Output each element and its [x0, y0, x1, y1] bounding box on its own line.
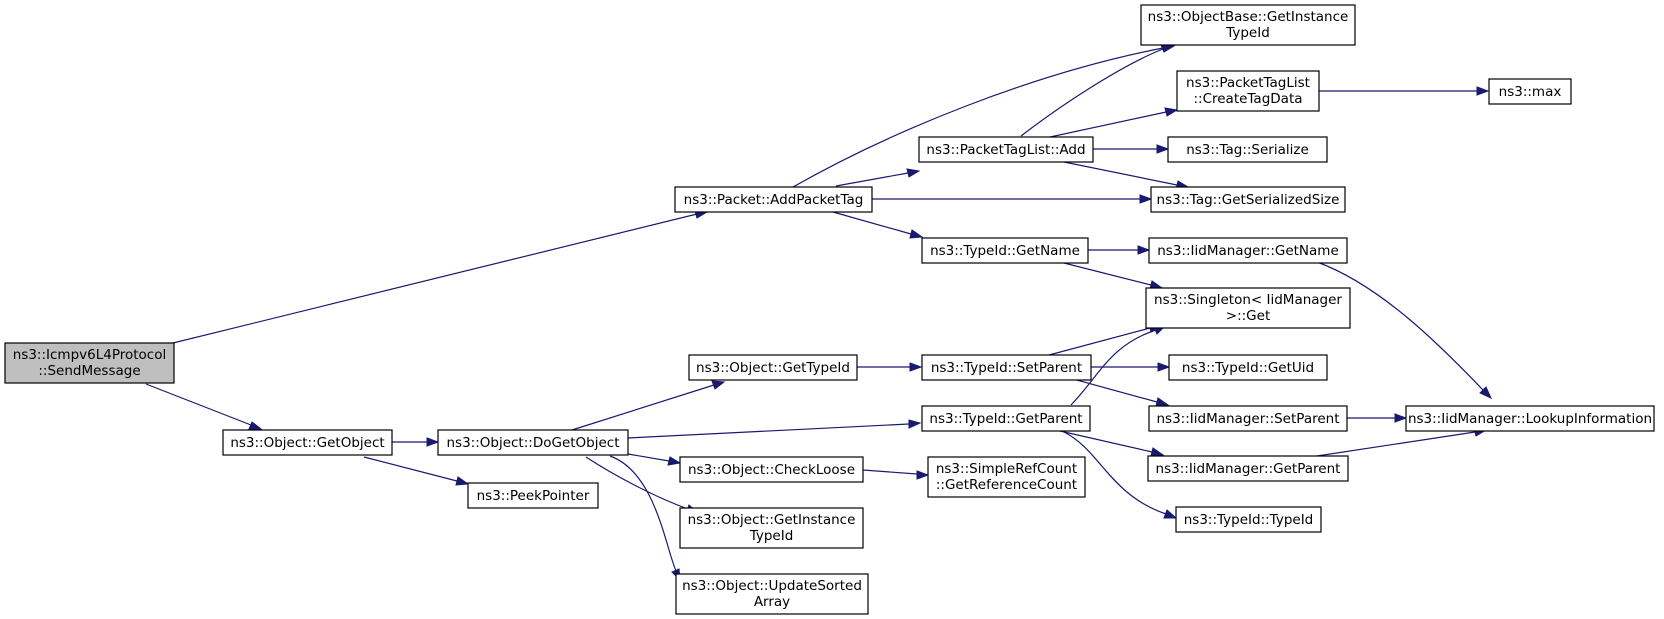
node-label: ns3::TypeId::TypeId — [1184, 512, 1314, 528]
node-label: TypeId — [749, 528, 794, 544]
node-icmpv6l4protocol-sendmessage[interactable]: ns3::Icmpv6L4Protocol ::SendMessage — [4, 342, 175, 384]
node-object-gettypeid[interactable]: ns3::Object::GetTypeId — [688, 354, 858, 381]
node-label: ns3::IidManager::GetParent — [1156, 461, 1341, 477]
node-packettaglist-add[interactable]: ns3::PacketTagList::Add — [918, 136, 1094, 163]
node-label: ns3::SimpleRefCount — [936, 461, 1077, 477]
edge-addpackettag-to-taggetserializedsize — [872, 194, 1153, 204]
node-peekpointer[interactable]: ns3::PeekPointer — [467, 482, 599, 509]
edge-dogetobject-to-objectgettypeid — [571, 380, 726, 431]
node-object-getobject[interactable]: ns3::Object::GetObject — [222, 429, 393, 456]
edge-typeidgetparent-to-iidmanagergetparent — [1059, 430, 1165, 457]
edge-packettaglistadd-to-taggetserializedsize — [1063, 161, 1190, 190]
node-label: ns3::Tag::Serialize — [1186, 142, 1309, 158]
edge-typeidsetparent-to-singletonget — [1048, 323, 1163, 356]
edge-typeidgetname-to-singletonget — [1059, 261, 1164, 290]
edge-packettaglistadd-to-objectbasegetinstancetypeid — [1020, 44, 1175, 137]
edge-getobject-to-dogetobject — [392, 437, 440, 447]
node-typeid-typeid[interactable]: ns3::TypeId::TypeId — [1175, 506, 1322, 533]
node-objectbase-getinstancetypeid[interactable]: ns3::ObjectBase::GetInstance TypeId — [1140, 4, 1356, 46]
node-typeid-getname[interactable]: ns3::TypeId::GetName — [921, 237, 1089, 264]
edge-addpackettag-to-typeidgetname — [832, 211, 924, 239]
edge-addpackettag-to-packettaglistadd — [835, 168, 921, 187]
node-simplerefcount-getreferencecount[interactable]: ns3::SimpleRefCount ::GetReferenceCount — [927, 456, 1086, 498]
node-tag-serialize[interactable]: ns3::Tag::Serialize — [1167, 136, 1328, 163]
node-label: ns3::IidManager::SetParent — [1157, 411, 1340, 427]
edge-packettaglistadd-to-createtagdata — [1049, 107, 1179, 138]
edge-dogetobject-to-typeidgetparent — [627, 419, 922, 439]
node-label: ns3::Packet::AddPacketTag — [684, 192, 864, 208]
edge-dogetobject-to-checkloose — [627, 453, 682, 466]
edge-typeidgetparent-to-typeidtypeid — [1063, 431, 1178, 519]
node-label: Array — [754, 594, 790, 610]
node-iidmanager-setparent[interactable]: ns3::IidManager::SetParent — [1148, 405, 1348, 432]
node-label: ::GetReferenceCount — [936, 477, 1077, 493]
node-iidmanager-getname[interactable]: ns3::IidManager::GetName — [1148, 237, 1348, 264]
node-typeid-getuid[interactable]: ns3::TypeId::GetUid — [1168, 354, 1328, 381]
node-label: ns3::IidManager::GetName — [1157, 243, 1339, 259]
node-typeid-setparent[interactable]: ns3::TypeId::SetParent — [921, 354, 1092, 381]
node-label: ns3::TypeId::GetName — [930, 243, 1080, 259]
node-max[interactable]: ns3::max — [1488, 78, 1572, 105]
node-label: ns3::Icmpv6L4Protocol — [13, 347, 167, 363]
edge-typeidsetparent-to-iidmanagersetparent — [1072, 378, 1170, 407]
node-packet-addpackettag[interactable]: ns3::Packet::AddPacketTag — [674, 186, 873, 213]
node-label: TypeId — [1225, 25, 1270, 41]
node-label: ::SendMessage — [38, 363, 140, 379]
node-label: ns3::Object::GetObject — [230, 435, 384, 451]
node-label: ns3::Object::CheckLoose — [688, 462, 855, 478]
edge-objectgettypeid-to-typeidsetparent — [857, 362, 923, 372]
node-label: ns3::ObjectBase::GetInstance — [1148, 9, 1349, 25]
node-label: ns3::PeekPointer — [477, 488, 590, 504]
edge-checkloose-to-simplerefcount — [862, 469, 930, 480]
node-label: ns3::TypeId::GetUid — [1182, 360, 1314, 376]
node-label: ns3::TypeId::GetParent — [929, 411, 1082, 427]
node-label: >::Get — [1226, 308, 1270, 324]
node-label: ns3::Singleton< IidManager — [1154, 292, 1342, 308]
node-label: ns3::Object::GetTypeId — [696, 360, 850, 376]
edge-dogetobject-to-updatesortedarray — [609, 455, 681, 582]
node-object-dogetobject[interactable]: ns3::Object::DoGetObject — [437, 429, 629, 456]
edge-iidmanagergetname-to-lookupinformation — [1316, 261, 1493, 400]
node-label: ns3::PacketTagList — [1186, 75, 1310, 91]
node-typeid-getparent[interactable]: ns3::TypeId::GetParent — [921, 405, 1091, 432]
edge-getobject-to-peekpointer — [363, 456, 470, 486]
node-label: ns3::Object::UpdateSorted — [682, 578, 862, 594]
edge-typeidgetname-to-iidmanagergetname — [1088, 245, 1151, 255]
node-label: ::CreateTagData — [1193, 91, 1302, 107]
node-label: ns3::Object::GetInstance — [688, 512, 856, 528]
node-object-checkloose[interactable]: ns3::Object::CheckLoose — [679, 456, 864, 483]
node-singleton-get[interactable]: ns3::Singleton< IidManager >::Get — [1145, 287, 1351, 329]
edge-sendmessage-to-addpackettag — [172, 210, 709, 344]
edge-sendmessage-to-getobject — [145, 383, 263, 430]
edge-packettaglistadd-to-tagserialize — [1093, 144, 1170, 154]
node-label: ns3::PacketTagList::Add — [926, 142, 1085, 158]
node-label: ns3::TypeId::SetParent — [931, 360, 1082, 376]
edge-createtagdata-to-max — [1319, 86, 1490, 96]
node-label: ns3::Object::DoGetObject — [446, 435, 619, 451]
node-packettaglist-createtagdata[interactable]: ns3::PacketTagList ::CreateTagData — [1176, 70, 1320, 112]
node-label: ns3::IidManager::LookupInformation — [1408, 411, 1652, 427]
node-object-getinstancetypeid[interactable]: ns3::Object::GetInstance TypeId — [679, 507, 864, 549]
edge-iidmanagersetparent-to-lookupinformation — [1347, 413, 1408, 423]
node-iidmanager-lookupinformation[interactable]: ns3::IidManager::LookupInformation — [1405, 405, 1655, 432]
node-tag-getserializedsize[interactable]: ns3::Tag::GetSerializedSize — [1150, 186, 1346, 213]
node-iidmanager-getparent[interactable]: ns3::IidManager::GetParent — [1147, 455, 1349, 482]
node-object-updatesortedarray[interactable]: ns3::Object::UpdateSorted Array — [675, 573, 869, 615]
node-label: ns3::max — [1499, 84, 1562, 100]
edge-iidmanagergetparent-to-lookupinformation — [1316, 427, 1488, 457]
node-label: ns3::Tag::GetSerializedSize — [1157, 192, 1340, 208]
edge-addpackettag-to-objectbasegetinstancetypeid — [792, 43, 1176, 188]
